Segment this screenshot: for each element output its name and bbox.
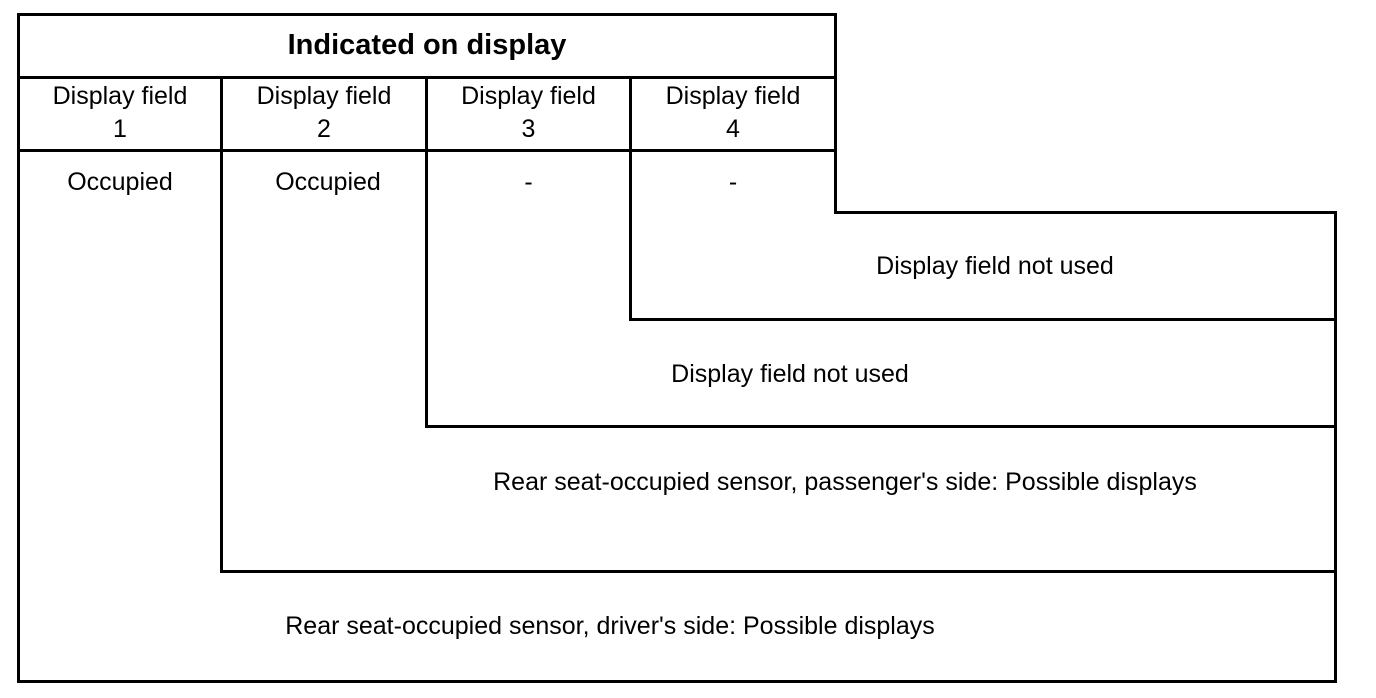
bracket-passenger-bottom [220, 570, 1337, 573]
column-divider-3 [629, 76, 632, 321]
bracket-label-field3: Display field not used [671, 360, 909, 388]
table-right-border [834, 13, 837, 214]
bracket-field4-bottom [629, 318, 1337, 321]
column-value-4: - [728, 168, 738, 196]
table-top-border [17, 13, 837, 16]
bracket-field3-bottom [425, 425, 1337, 428]
bracket-label-field4: Display field not used [876, 252, 1114, 280]
column-value-3: - [524, 168, 533, 196]
column-header-3: Display field 3 [428, 80, 629, 146]
column-header-4-text: Display field 4 [665, 82, 801, 143]
column-header-4: Display field 4 [632, 80, 834, 146]
bracket-field4-top [834, 211, 1337, 214]
column-divider-1 [220, 76, 223, 573]
column-header-3-text: Display field 3 [461, 82, 596, 143]
column-divider-2 [425, 76, 428, 428]
bracket-label-passenger: Rear seat-occupied sensor, passenger's s… [493, 468, 1197, 496]
table-title: Indicated on display [287, 29, 567, 61]
column-header-2-text: Display field 2 [256, 82, 392, 143]
column-header-1: Display field 1 [20, 80, 220, 146]
column-header-1-text: Display field 1 [52, 82, 188, 143]
bracket-label-driver: Rear seat-occupied sensor, driver's side… [285, 612, 935, 640]
bracket-right-border [1334, 211, 1337, 683]
column-value-2: Occupied [275, 168, 381, 196]
column-header-2: Display field 2 [223, 80, 425, 146]
table-left-border [17, 13, 20, 683]
column-value-1: Occupied [67, 168, 173, 196]
bracket-driver-bottom [17, 680, 1337, 683]
